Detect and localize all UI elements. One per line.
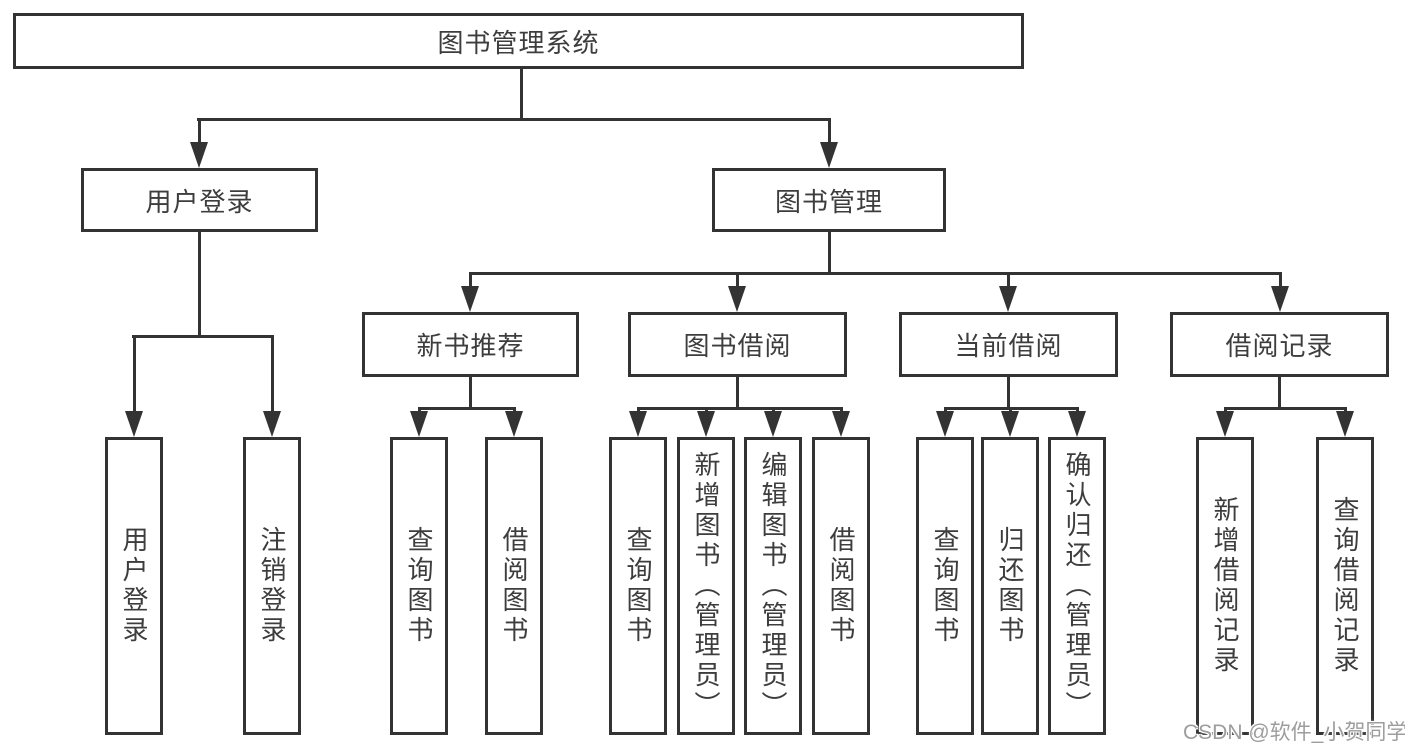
node-borrowing-records: 借阅记录 (1170, 312, 1389, 377)
leaf-return-books: 归还图书 (981, 437, 1039, 735)
node-label: 用户登录 (145, 186, 254, 217)
arrow-down-icon (697, 411, 715, 437)
arrow-down-icon (936, 411, 954, 437)
arrow-down-icon (629, 411, 647, 437)
connector-stem (133, 335, 136, 413)
csdn-watermark: CSDN @软件_小贺同学 (1183, 721, 1405, 744)
arrow-down-icon (820, 142, 838, 168)
node-label: 当前借阅 (954, 331, 1063, 361)
leaf-label: 归还图书 (995, 526, 1025, 646)
leaf-label: 新增图书（管理员） (691, 451, 721, 721)
arrow-down-icon (1001, 411, 1019, 437)
connector-user-login-crossbar (132, 335, 274, 338)
leaf-label: 注销登录 (257, 526, 287, 646)
leaf-user-login: 用户登录 (105, 437, 163, 735)
connector-branch-crossbar (1224, 407, 1346, 410)
leaf-confirm-return-admin: 确认归还（管理员） (1048, 437, 1106, 735)
arrow-down-icon (190, 142, 208, 168)
leaf-label: 新增借阅记录 (1210, 496, 1240, 676)
leaf-recommend-borrow-books: 借阅图书 (485, 437, 543, 735)
leaf-label: 查询图书 (623, 526, 653, 646)
leaf-label: 查询借阅记录 (1330, 496, 1360, 676)
leaf-label: 确认归还（管理员） (1062, 451, 1092, 721)
leaf-add-books-admin: 新增图书（管理员） (677, 437, 735, 735)
node-book-management: 图书管理 (712, 168, 946, 232)
leaf-label: 查询图书 (930, 526, 960, 646)
connector-stem (198, 118, 201, 144)
leaf-edit-books-admin: 编辑图书（管理员） (744, 437, 802, 735)
arrow-down-icon (1216, 411, 1234, 437)
arrow-down-icon (764, 411, 782, 437)
node-library-management-system: 图书管理系统 (13, 13, 1024, 69)
leaf-current-query-books: 查询图书 (916, 437, 974, 735)
arrow-down-icon (728, 286, 746, 312)
node-book-borrowing: 图书借阅 (628, 312, 847, 377)
connector-stem (1007, 272, 1010, 288)
arrow-down-icon (263, 411, 281, 437)
connector-branch-crossbar (637, 407, 843, 410)
connector-level3-crossbar (469, 272, 1282, 275)
connector-branch-trunk (1007, 377, 1010, 410)
connector-user-login-trunk (198, 232, 201, 338)
connector-branch-trunk (469, 377, 472, 410)
arrow-down-icon (125, 411, 143, 437)
connector-stem (469, 272, 472, 288)
connector-branch-trunk (1278, 377, 1281, 410)
leaf-borrowing-borrow-books: 借阅图书 (812, 437, 870, 735)
arrow-down-icon (1336, 411, 1354, 437)
arrow-down-icon (505, 411, 523, 437)
node-label: 图书管理 (774, 186, 883, 217)
arrow-down-icon (1271, 286, 1289, 312)
leaf-label: 查询图书 (404, 526, 434, 646)
node-user-login: 用户登录 (81, 168, 318, 232)
connector-branch-trunk (736, 377, 739, 410)
leaf-add-borrow-record: 新增借阅记录 (1196, 437, 1254, 735)
connector-stem (828, 118, 831, 144)
leaf-label: 借阅图书 (826, 526, 856, 646)
node-label: 借阅记录 (1225, 331, 1334, 361)
leaf-borrowing-query-books: 查询图书 (609, 437, 667, 735)
arrow-down-icon (832, 411, 850, 437)
leaf-label: 编辑图书（管理员） (758, 451, 788, 721)
connector-stem (736, 272, 739, 288)
leaf-recommend-query-books: 查询图书 (390, 437, 448, 735)
connector-root-trunk (520, 69, 523, 118)
connector-branch-crossbar (418, 407, 516, 410)
node-label: 图书借阅 (683, 331, 792, 361)
arrow-down-icon (1068, 411, 1086, 437)
arrow-down-icon (461, 286, 479, 312)
node-current-borrowing: 当前借阅 (899, 312, 1118, 377)
node-label: 新书推荐 (416, 331, 525, 361)
leaf-label: 用户登录 (119, 526, 149, 646)
connector-book-management-trunk (828, 232, 831, 275)
leaf-logout: 注销登录 (243, 437, 301, 735)
leaf-query-borrow-record: 查询借阅记录 (1316, 437, 1374, 735)
node-new-book-recommendation: 新书推荐 (362, 312, 579, 377)
connector-stem (1279, 272, 1282, 288)
arrow-down-icon (410, 411, 428, 437)
connector-stem (271, 335, 274, 413)
connector-root-crossbar (197, 118, 831, 121)
arrow-down-icon (999, 286, 1017, 312)
leaf-label: 借阅图书 (499, 526, 529, 646)
node-label: 图书管理系统 (437, 27, 600, 58)
